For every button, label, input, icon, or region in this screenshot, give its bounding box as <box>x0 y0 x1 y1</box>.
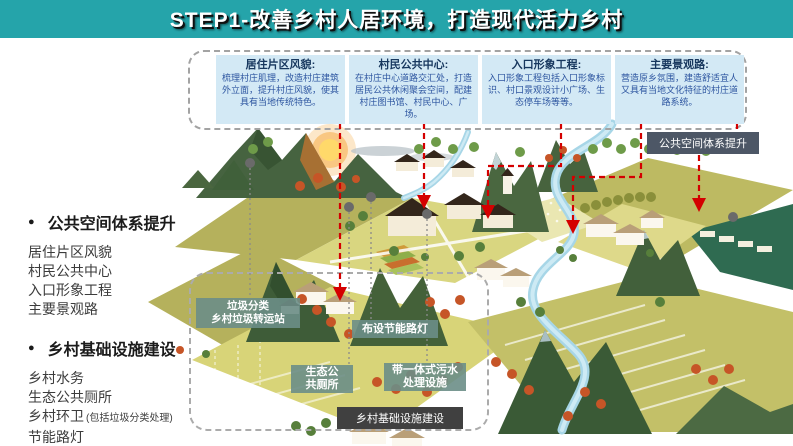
sun-icon <box>304 124 454 176</box>
feature-box-title: 主要景观路: <box>650 59 709 71</box>
map-point-markers <box>245 158 738 222</box>
section-infrastructure: ● 乡村基础设施建设 乡村水务 生态公共厕所 乡村环卫(包括垃圾分类处理) 节能… <box>28 336 176 446</box>
feature-box-public-center: 村民公共中心: 在村庄中心道路交汇处，打造居民公共休闲聚会空间，配建村庄图书馆、… <box>349 55 478 124</box>
tag-public-space-system: 公共空间体系提升 <box>647 132 759 154</box>
feature-box-body: 营造原乡氛围，建造舒适宜人又具有当地文化特征的村庄道路系统。 <box>620 73 738 107</box>
label-line: 垃圾分类 <box>227 300 269 312</box>
hedge <box>580 192 656 213</box>
label-line: 带一体式污水 <box>392 364 458 376</box>
list-item: 生态公共厕所 <box>28 389 112 405</box>
feature-box-row: 居住片区风貌: 梳理村庄肌理，改造村庄建筑外立面，提升村庄风貌，使其具有当地传统… <box>216 55 744 124</box>
label-line: 共厕所 <box>305 379 339 391</box>
header-bar: STEP1-改善乡村人居环境，打造现代活力乡村 <box>0 0 793 38</box>
feature-box-body: 梳理村庄肌理，改造村庄建筑外立面，提升村庄风貌，使其具有当地传统特色。 <box>221 73 339 107</box>
list-item: 村民公共中心 <box>28 263 112 279</box>
list-item-note: (包括垃圾分类处理) <box>86 413 173 424</box>
feature-box-body: 在村庄中心道路交汇处，打造居民公共休闲聚会空间，配建村庄图书馆、村民中心、广场。 <box>354 73 472 119</box>
label-line: 生态公 <box>305 366 339 378</box>
section-heading: 乡村基础设施建设 <box>47 342 176 359</box>
section-public-space: ● 公共空间体系提升 居住片区风貌 村民公共中心 入口形象工程 主要景观路 <box>28 210 176 319</box>
feature-box-title: 入口形象工程: <box>511 59 582 71</box>
feature-box-residential: 居住片区风貌: 梳理村庄肌理，改造村庄建筑外立面，提升村庄风貌，使其具有当地传统… <box>216 55 345 124</box>
label-line: 处理设施 <box>403 377 447 389</box>
feature-box-title: 居住片区风貌: <box>245 59 316 71</box>
list-item: 节能路灯 <box>28 429 84 445</box>
label-line: 乡村垃圾转运站 <box>211 313 285 325</box>
section-heading: 公共空间体系提升 <box>47 216 176 233</box>
bullet-icon: ● <box>28 342 35 354</box>
feature-box-entrance: 入口形象工程: 入口形象工程包括入口形象标识、村口景观设计小广场、生态停车场等等… <box>482 55 611 124</box>
list-item: 乡村水务 <box>28 370 84 386</box>
label-energy-saving-lamps: 布设节能路灯 <box>352 320 438 338</box>
bullet-icon: ● <box>28 216 35 228</box>
page-title: STEP1-改善乡村人居环境，打造现代活力乡村 <box>169 9 624 32</box>
list-item: 主要景观路 <box>28 301 98 317</box>
tag-rural-infrastructure: 乡村基础设施建设 <box>337 407 463 429</box>
list-item: 乡村环卫(包括垃圾分类处理) <box>28 408 173 424</box>
list-item: 居住片区风貌 <box>28 244 112 260</box>
feature-box-scenic-road: 主要景观路: 营造原乡氛围，建造舒适宜人又具有当地文化特征的村庄道路系统。 <box>615 55 744 124</box>
feature-box-body: 入口形象工程包括入口形象标识、村口景观设计小广场、生态停车场等等。 <box>487 73 605 107</box>
label-sewage-treatment: 带一体式污水 处理设施 <box>384 363 466 391</box>
label-waste-transfer-station: 垃圾分类 乡村垃圾转运站 <box>196 298 300 328</box>
feature-box-title: 村民公共中心: <box>378 59 449 71</box>
label-eco-toilet: 生态公 共厕所 <box>291 365 353 393</box>
list-item: 入口形象工程 <box>28 282 112 298</box>
